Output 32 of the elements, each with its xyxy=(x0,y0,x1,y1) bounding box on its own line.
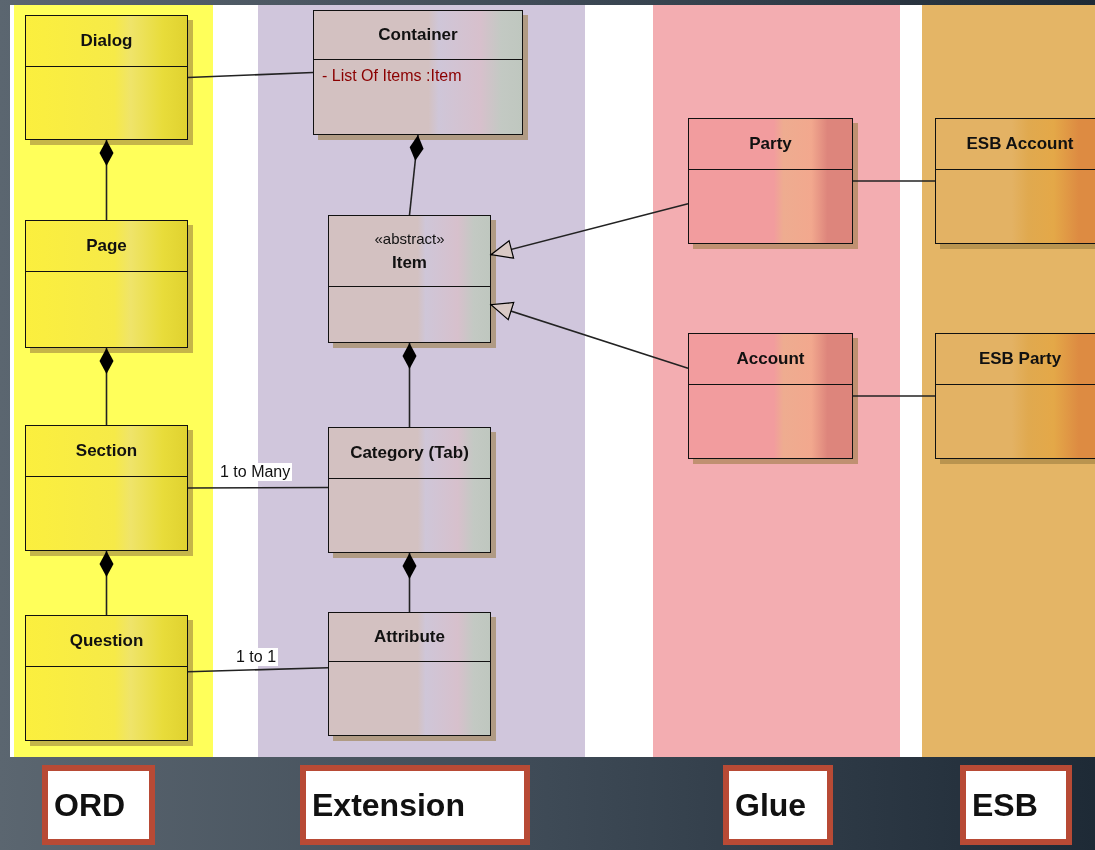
class-name: Attribute xyxy=(374,627,445,647)
lane-label: ORD xyxy=(42,765,155,845)
edge-label: 1 to 1 xyxy=(234,648,279,666)
class-attribute: - List Of Items :Item xyxy=(322,67,462,85)
class-name: Container xyxy=(378,25,458,45)
class-box xyxy=(25,425,188,551)
class-name: Category (Tab) xyxy=(350,443,469,463)
class-box xyxy=(328,427,491,553)
class-name: Dialog xyxy=(80,31,133,51)
lane-label: Glue xyxy=(723,765,833,845)
class-box xyxy=(25,220,188,348)
class-box xyxy=(328,612,491,736)
stereotype-label: «abstract» xyxy=(374,229,445,247)
class-box xyxy=(25,15,188,140)
class-name: ESB Account xyxy=(966,134,1074,154)
class-box xyxy=(935,118,1095,244)
lane-label: ESB xyxy=(960,765,1072,845)
class-name: Account xyxy=(736,349,805,369)
class-name: Page xyxy=(86,236,127,256)
edge-label: 1 to Many xyxy=(218,463,293,481)
class-name: Question xyxy=(69,631,144,651)
class-name: Item xyxy=(392,252,427,273)
class-box xyxy=(688,333,853,459)
class-box xyxy=(328,215,491,343)
class-box xyxy=(935,333,1095,459)
class-box xyxy=(25,615,188,741)
class-name: Party xyxy=(749,134,792,154)
lane-label: Extension xyxy=(300,765,530,845)
class-name: ESB Party xyxy=(978,349,1062,369)
class-box xyxy=(688,118,853,244)
class-name: Section xyxy=(75,441,138,461)
class-box xyxy=(313,10,523,135)
